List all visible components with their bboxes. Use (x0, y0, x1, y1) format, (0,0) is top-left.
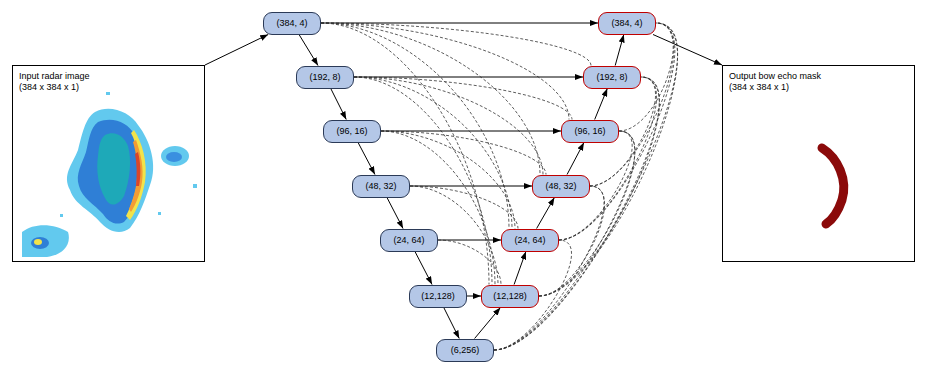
radar-echo-core (31, 237, 49, 249)
shape-label: (384, 4) (611, 18, 642, 29)
skip-connection (410, 186, 518, 229)
shape-label: (96, 16) (336, 126, 367, 137)
encoder-block: (24, 64) (380, 229, 438, 252)
decoder-block: (48, 32) (532, 175, 590, 198)
flow-arrow (438, 240, 501, 241)
flow-arrow (615, 35, 624, 66)
shape-label: (384, 4) (276, 18, 307, 29)
decoder-block: (384, 4) (598, 12, 656, 35)
skip-connection (494, 77, 659, 350)
skip-connection (539, 131, 635, 296)
decoder-block: (192, 8) (583, 66, 641, 89)
flow-arrow (653, 35, 722, 66)
radar-echo (161, 146, 189, 166)
radar-echo (22, 225, 69, 257)
flow-arrow (537, 198, 555, 229)
shape-label: (12,128) (493, 291, 527, 302)
flow-arrow (467, 296, 481, 297)
radar-speck (158, 212, 161, 215)
shape-label: (24, 64) (393, 235, 424, 246)
flow-arrow (381, 131, 561, 132)
shape-label: (24, 64) (514, 235, 545, 246)
decoder-block: (96, 16) (561, 120, 619, 143)
radar-speck (60, 214, 63, 217)
decoder-block: (12,128) (481, 285, 539, 308)
flow-arrow (595, 89, 608, 120)
radar-echo-core (97, 133, 130, 204)
flow-arrow (205, 35, 268, 66)
radar-high-band (126, 130, 146, 220)
skip-connection (321, 23, 569, 120)
radar-speck (106, 92, 110, 95)
skip-connection (354, 77, 492, 285)
radar-high-band (129, 140, 143, 212)
encoder-block: (12,128) (409, 285, 467, 308)
panel-label: (384 x 384 x 1) (729, 82, 908, 93)
encoder-block: (48, 32) (352, 175, 410, 198)
skip-connection (539, 77, 659, 296)
panel-label: (384 x 384 x 1) (19, 82, 198, 93)
radar-speck (193, 184, 197, 188)
shape-label: (12,128) (421, 291, 455, 302)
skip-connection (590, 23, 674, 186)
flow-arrow (415, 252, 432, 285)
input-panel: Input radar image(384 x 384 x 1) (12, 65, 205, 262)
panel-label: Output bow echo mask (729, 71, 908, 82)
skip-connection (381, 131, 546, 175)
shape-label: (48, 32) (365, 181, 396, 192)
encoder-block: (192, 8) (296, 66, 354, 89)
skip-connection (321, 23, 540, 175)
skip-connection (494, 131, 635, 350)
shape-label: (48, 32) (545, 181, 576, 192)
radar-high-band (34, 239, 42, 245)
skip-connection (321, 23, 489, 285)
radar-high-band (135, 152, 140, 186)
skip-connection (539, 23, 678, 296)
encoder-block: (96, 16) (323, 120, 381, 143)
radar-echo (67, 109, 153, 232)
skip-connection (438, 240, 501, 285)
flow-arrow (444, 308, 460, 339)
flow-arrow (387, 198, 403, 229)
flow-arrow (299, 35, 318, 66)
shape-label: (6,256) (451, 345, 480, 356)
skip-connection (559, 23, 675, 240)
shape-label: (192, 8) (596, 72, 627, 83)
flow-arrow (514, 252, 526, 285)
decoder-block: (24, 64) (501, 229, 559, 252)
encoder-block: (384, 4) (263, 12, 321, 35)
radar-image (22, 92, 197, 257)
flow-arrow (358, 143, 375, 175)
flow-arrow (475, 308, 501, 339)
skip-connection (381, 131, 495, 285)
skip-connection (559, 77, 657, 240)
skip-connection (494, 186, 604, 350)
flow-arrow (354, 77, 583, 78)
shape-label: (96, 16) (574, 126, 605, 137)
panel-label: Input radar image (19, 71, 198, 82)
bow-echo-mask (822, 148, 844, 224)
flow-arrow (567, 143, 584, 175)
shape-label: (192, 8) (309, 72, 340, 83)
flow-arrow (410, 186, 532, 187)
flow-arrow (331, 89, 347, 120)
encoder-block: (6,256) (436, 339, 494, 362)
output-panel: Output bow echo mask(384 x 384 x 1) (722, 65, 915, 262)
radar-echo-core (166, 152, 182, 162)
